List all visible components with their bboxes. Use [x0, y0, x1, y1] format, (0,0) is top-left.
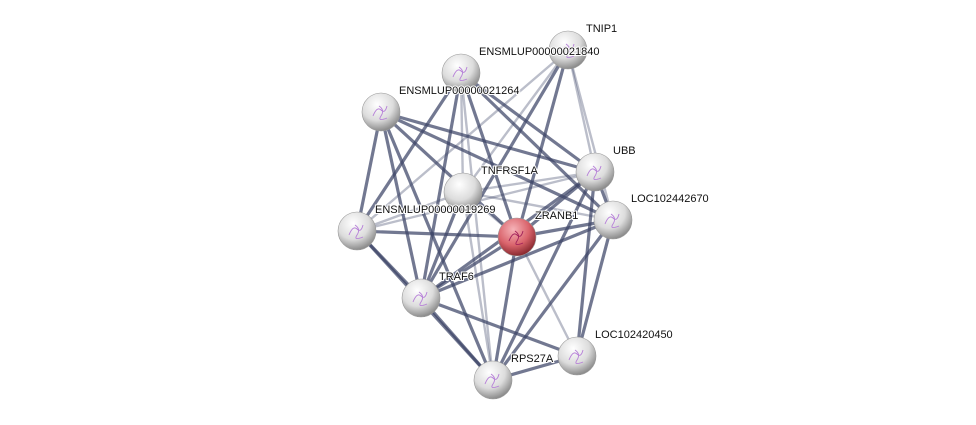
- node-label: LOC102442670: [631, 193, 709, 205]
- node-loc102442670[interactable]: LOC102442670: [593, 192, 710, 240]
- protein-structure-icon: [452, 66, 468, 82]
- node-e21840[interactable]: ENSMLUP00000021840: [441, 45, 600, 93]
- edge-TNIP1-UBB[interactable]: [566, 49, 597, 173]
- node-bubble[interactable]: [337, 211, 377, 251]
- edge-UBB-TNFRSF1A[interactable]: [462, 170, 596, 194]
- edge-TNIP1-LOC102442670[interactable]: [566, 49, 615, 221]
- protein-structure-icon: [586, 165, 602, 181]
- edge-LOC102442670-LOC102420450[interactable]: [575, 219, 615, 357]
- node-rps27a[interactable]: RPS27A: [473, 352, 555, 400]
- node-label: TNFRSF1A: [481, 165, 539, 177]
- node-bubble[interactable]: [497, 217, 537, 257]
- edge-ZRANB1-LOC102420450[interactable]: [515, 236, 579, 357]
- edge-E21840-UBB[interactable]: [460, 71, 596, 174]
- node-bubble[interactable]: [441, 53, 481, 93]
- edge-LOC102442670-RPS27A[interactable]: [491, 219, 615, 381]
- edge-TRAF6-LOC102420450[interactable]: [420, 296, 578, 358]
- node-bubble[interactable]: [401, 278, 441, 318]
- edge-E21264-UBB[interactable]: [380, 110, 596, 174]
- protein-structure-icon: [412, 291, 428, 307]
- node-label: ENSMLUP00000021264: [399, 85, 519, 97]
- node-bubble[interactable]: [361, 92, 401, 132]
- edge-TNIP1-ZRANB1[interactable]: [515, 49, 570, 238]
- node-label: ZRANB1: [535, 210, 578, 222]
- edge-E21840-TRAF6[interactable]: [419, 72, 463, 299]
- edge-E21264-LOC102442670[interactable]: [380, 110, 614, 222]
- edge-UBB-RPS27A[interactable]: [491, 171, 597, 381]
- protein-structure-icon: [568, 349, 584, 365]
- protein-structure-icon: [508, 230, 524, 246]
- edge-E21264-E19269[interactable]: [355, 111, 383, 232]
- edge-E21264-TRAF6[interactable]: [379, 111, 423, 299]
- protein-structure-icon: [348, 224, 364, 240]
- edge-TNIP1-TNFRSF1A[interactable]: [462, 49, 569, 193]
- edge-E21264-ZRANB1[interactable]: [379, 110, 519, 239]
- edge-LOC102442670-TRAF6[interactable]: [420, 218, 614, 300]
- edge-ZRANB1-RPS27A[interactable]: [491, 236, 519, 381]
- node-bubble[interactable]: [443, 172, 483, 212]
- node-label: ENSMLUP00000019269: [375, 204, 495, 216]
- node-label: RPS27A: [511, 353, 554, 365]
- node-zranb1[interactable]: ZRANB1: [497, 209, 579, 257]
- edge-E21840-ZRANB1[interactable]: [459, 72, 519, 238]
- node-bubble[interactable]: [473, 360, 513, 400]
- node-e19269[interactable]: ENSMLUP00000019269: [337, 203, 496, 251]
- node-label: TNIP1: [586, 23, 617, 35]
- edge-E21264-RPS27A[interactable]: [379, 111, 495, 381]
- edge-E19269-ZRANB1[interactable]: [356, 229, 518, 239]
- node-bubble[interactable]: [548, 30, 588, 70]
- protein-structure-icon: [559, 43, 575, 59]
- edge-TNFRSF1A-RPS27A[interactable]: [461, 191, 495, 381]
- node-ubb[interactable]: UBB: [575, 144, 637, 192]
- edge-E21840-E19269[interactable]: [355, 72, 463, 232]
- node-tnfrsf1a[interactable]: TNFRSF1A: [443, 164, 540, 212]
- edge-E21840-TNFRSF1A[interactable]: [459, 72, 465, 193]
- edge-E21840-LOC102442670[interactable]: [459, 71, 615, 222]
- node-bubble[interactable]: [593, 200, 633, 240]
- edge-UBB-LOC102420450[interactable]: [575, 171, 597, 357]
- edge-TNFRSF1A-LOC102442670[interactable]: [462, 190, 614, 222]
- node-e21264[interactable]: ENSMLUP00000021264: [361, 84, 520, 132]
- protein-structure-icon: [372, 105, 388, 121]
- protein-structure-icon: [604, 213, 620, 229]
- node-traf6[interactable]: TRAF6: [401, 270, 475, 318]
- node-label: TRAF6: [439, 271, 474, 283]
- node-label: ENSMLUP00000021840: [479, 46, 599, 58]
- edge-E21840-RPS27A[interactable]: [459, 72, 495, 381]
- protein-structure-icon: [484, 373, 500, 389]
- node-label: LOC102420450: [595, 329, 673, 341]
- node-bubble[interactable]: [575, 152, 615, 192]
- node-loc102420450[interactable]: LOC102420450: [557, 328, 674, 376]
- node-label: UBB: [613, 145, 636, 157]
- edge-TNIP1-E19269[interactable]: [356, 49, 569, 232]
- node-tnip1[interactable]: TNIP1: [548, 22, 618, 70]
- node-bubble[interactable]: [557, 336, 597, 376]
